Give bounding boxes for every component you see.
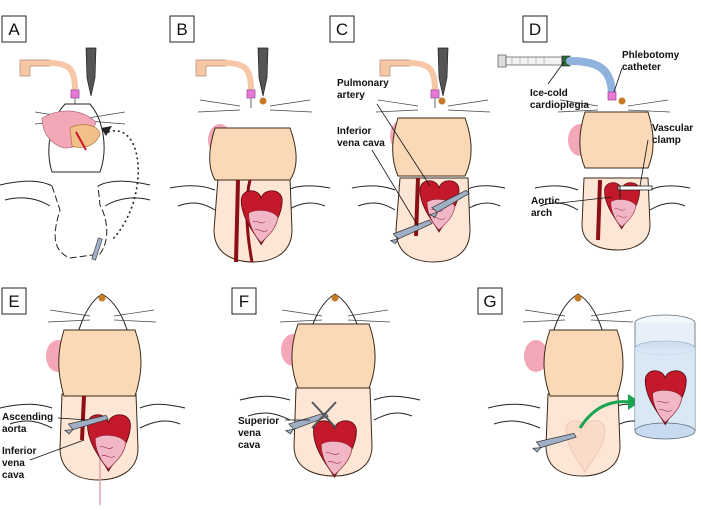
ear xyxy=(524,340,548,372)
panel-letter-g: G xyxy=(483,292,496,311)
panel-letter-c: C xyxy=(336,20,348,39)
clamp-icon xyxy=(91,237,103,261)
heart-outline xyxy=(565,420,606,473)
panel-d: D Ice-cold cardioplegia Ph xyxy=(497,15,696,251)
label-inferior-vena-cava-e: Inferior vena cava xyxy=(2,446,39,481)
label-aortic-arch: Aortic arch xyxy=(531,196,563,219)
panel-letter-e: E xyxy=(8,292,19,311)
label-vascular-clamp: Vascular clamp xyxy=(652,123,696,146)
retracted-skin-flap xyxy=(543,329,624,397)
panel-letter-box-b xyxy=(169,15,195,43)
panel-letter-a: A xyxy=(8,20,20,39)
scalpel-icon xyxy=(257,47,269,97)
retracted-skin-flap xyxy=(58,329,142,397)
phlebotomy-catheter-icon xyxy=(607,91,617,101)
label-superior-vena-cava: Superior vena cava xyxy=(238,416,282,451)
panel-letter-box-a xyxy=(1,15,27,43)
retracted-skin-flap xyxy=(291,323,376,389)
panel-letter-d: D xyxy=(529,20,541,39)
label-ice-cold-cardioplegia: Ice-cold cardioplegia xyxy=(530,88,589,111)
scalpel-icon xyxy=(437,47,449,97)
panel-b: B xyxy=(169,15,331,263)
scissors-icon xyxy=(311,401,337,429)
tube-icon xyxy=(20,60,79,108)
retracted-skin-flap xyxy=(579,111,654,169)
vascular-clamp-icon xyxy=(617,185,653,191)
syringe-icon xyxy=(497,54,571,68)
retracted-skin-flap xyxy=(209,127,297,181)
panel-letter-box-d xyxy=(522,15,548,43)
arrow-icon xyxy=(578,400,631,429)
panel-a: A xyxy=(0,15,151,261)
panel-letter-box-g xyxy=(477,287,503,315)
label-pulmonary-artery: Pulmonary artery xyxy=(337,78,391,101)
panel-c: C Pulmonary artery Inferior vena cava xyxy=(329,15,506,263)
scalpel-icon xyxy=(85,47,97,97)
label-inferior-vena-cava: Inferior vena cava xyxy=(337,126,385,149)
panel-letter-box-c xyxy=(329,15,355,43)
panel-g: G xyxy=(477,287,696,477)
panel-e: E Ascending aorta Inferior vena cava xyxy=(0,287,186,505)
panel-letter-box-f xyxy=(231,287,257,315)
rotation-arrow xyxy=(107,129,139,241)
retracted-skin-flap xyxy=(392,117,472,177)
panel-letter-f: F xyxy=(239,292,249,311)
panel-letter-box-e xyxy=(1,287,27,315)
panel-letter-b: B xyxy=(176,20,187,39)
panel-f: F Superior vena cava xyxy=(231,287,421,478)
label-phlebotomy-catheter: Phlebotomy catheter xyxy=(622,50,682,73)
catheter-tube xyxy=(566,57,616,100)
label-ascending-aorta: Ascending aorta xyxy=(2,412,56,435)
